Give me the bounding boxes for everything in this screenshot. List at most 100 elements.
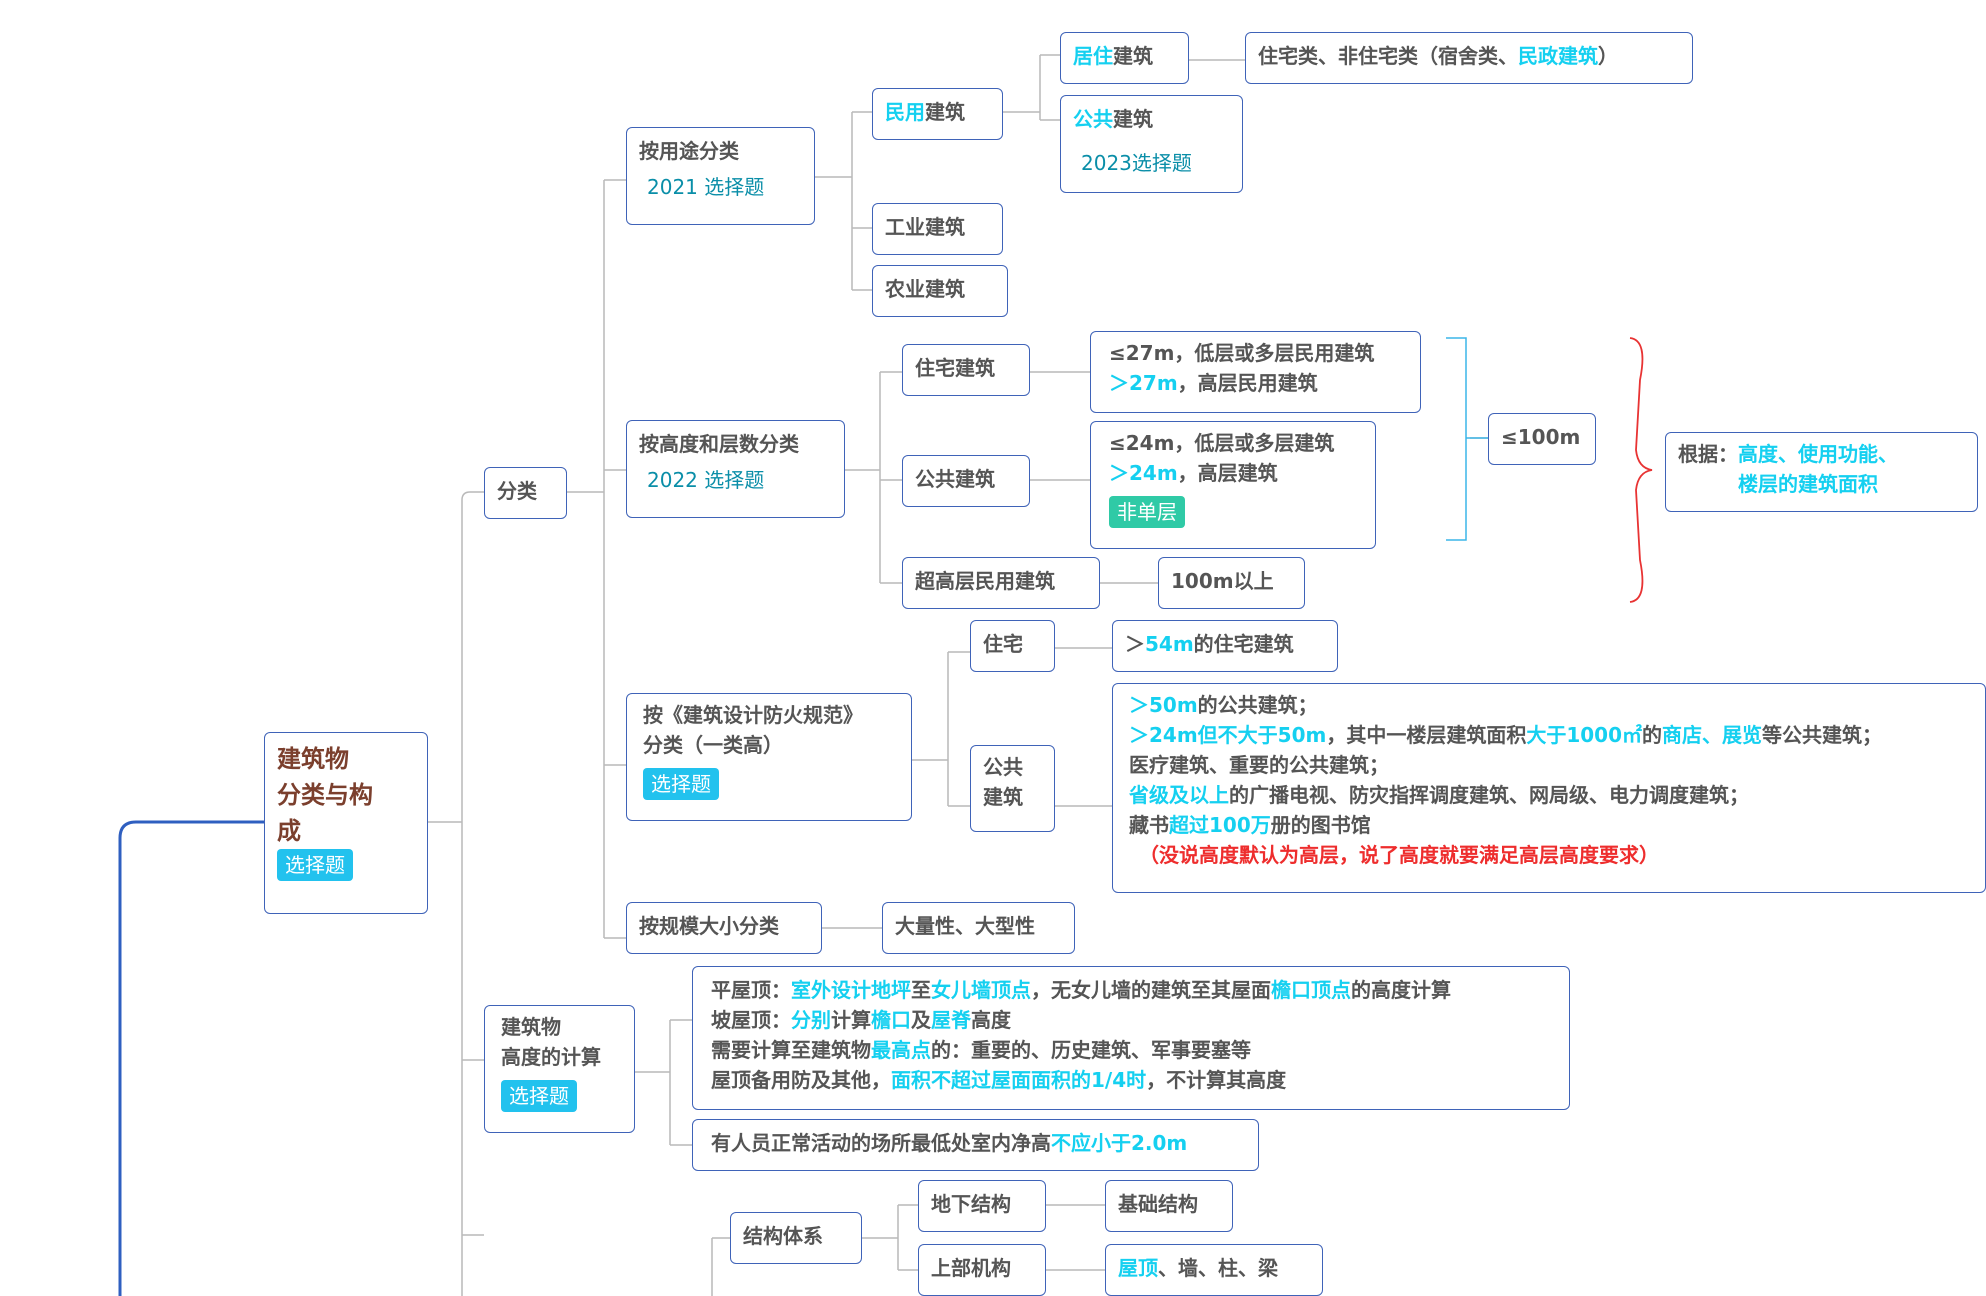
underground-label: 地下结构 bbox=[931, 1192, 1011, 1216]
fire-res-pre: ＞ bbox=[1125, 632, 1145, 656]
industrial-node[interactable]: 工业建筑 bbox=[872, 203, 1003, 255]
structure-node[interactable]: 结构体系 bbox=[730, 1212, 862, 1264]
h-residential-detail-node[interactable]: ≤27m，低层或多层民用建筑 ＞27m，高层民用建筑 bbox=[1090, 331, 1421, 413]
fire-res-detail-node[interactable]: ＞54m的住宅建筑 bbox=[1112, 620, 1338, 672]
civil-node[interactable]: 民用建筑 bbox=[872, 88, 1003, 140]
fpd-l2-mid2: 的 bbox=[1642, 723, 1663, 747]
cd-l2-hl: 分别 bbox=[791, 1008, 831, 1032]
fire-res-hl: 54m bbox=[1145, 632, 1194, 656]
fpd-l5-post: 册的图书馆 bbox=[1270, 813, 1371, 837]
by-height-node[interactable]: 按高度和层数分类 2022 选择题 bbox=[626, 420, 845, 518]
basis-pre: 根据： bbox=[1678, 442, 1738, 466]
public-rest: 建筑 bbox=[1113, 107, 1153, 131]
height-calc-node[interactable]: 建筑物 高度的计算 选择题 bbox=[484, 1005, 635, 1133]
h-public-node[interactable]: 公共建筑 bbox=[902, 455, 1030, 507]
foundation-node[interactable]: 基础结构 bbox=[1105, 1180, 1233, 1232]
civil-rest: 建筑 bbox=[925, 100, 965, 124]
upper-detail-post: 、墙、柱、梁 bbox=[1158, 1256, 1278, 1280]
by-use-label: 按用途分类 bbox=[639, 139, 739, 163]
agricultural-node[interactable]: 农业建筑 bbox=[872, 265, 1008, 317]
height-calc-badge: 选择题 bbox=[501, 1080, 577, 1112]
super-high-detail-node[interactable]: 100m以上 bbox=[1158, 557, 1305, 609]
fpd-l2-hl: ＞24m但不大于50m bbox=[1129, 723, 1327, 747]
fire-pub-detail-node[interactable]: ＞50m的公共建筑； ＞24m但不大于50m，其中一楼层建筑面积大于1000㎡的… bbox=[1112, 683, 1986, 893]
cd-l3-pre: 需要计算至建筑物 bbox=[711, 1038, 871, 1062]
fpd-l3: 医疗建筑、重要的公共建筑； bbox=[1129, 753, 1389, 777]
cd-l1-mid2: ，无女儿墙的建筑至其屋面 bbox=[1031, 978, 1271, 1002]
by-use-node[interactable]: 按用途分类 2021 选择题 bbox=[626, 127, 815, 225]
cd-l3-post: 的：重要的、历史建筑、军事要塞等 bbox=[931, 1038, 1251, 1062]
h-residential-node[interactable]: 住宅建筑 bbox=[902, 344, 1030, 396]
h-public-label: 公共建筑 bbox=[915, 467, 995, 491]
cd-l2-hl3: 屋脊 bbox=[931, 1008, 971, 1032]
cd-l1-hl: 室外设计地坪 bbox=[791, 978, 911, 1002]
fire-res-label: 住宅 bbox=[983, 632, 1023, 656]
fpd-l4-hl: 省级及以上 bbox=[1129, 783, 1229, 807]
public-note: 2023选择题 bbox=[1081, 151, 1192, 175]
basis-node[interactable]: 根据：高度、使用功能、 楼层的建筑面积 bbox=[1665, 432, 1978, 512]
super-high-node[interactable]: 超高层民用建筑 bbox=[902, 557, 1100, 609]
structure-label: 结构体系 bbox=[743, 1224, 823, 1248]
residential-node[interactable]: 居住建筑 bbox=[1060, 32, 1189, 84]
calc-detail-node[interactable]: 平屋顶：室外设计地坪至女儿墙顶点，无女儿墙的建筑至其屋面檐口顶点的高度计算 坡屋… bbox=[692, 966, 1570, 1110]
basis-l2: 楼层的建筑面积 bbox=[1738, 472, 1878, 496]
by-fire-l1: 按《建筑设计防火规范》 bbox=[643, 703, 863, 727]
by-scale-label: 按规模大小分类 bbox=[639, 914, 779, 938]
fpd-l2-mid: ，其中一楼层建筑面积 bbox=[1326, 723, 1527, 747]
cd-l1-post: 的高度计算 bbox=[1351, 978, 1451, 1002]
residential-detail-pre: 住宅类、非住宅类（宿舍类、 bbox=[1258, 44, 1518, 68]
cd-l2-pre: 坡屋顶： bbox=[711, 1008, 791, 1032]
h-public-l2-hl: ＞24m bbox=[1109, 461, 1178, 485]
residential-detail-hl: 民政建筑 bbox=[1518, 44, 1598, 68]
residential-detail-node[interactable]: 住宅类、非住宅类（宿舍类、民政建筑） bbox=[1245, 32, 1693, 84]
basis-l1: 高度、使用功能、 bbox=[1738, 442, 1898, 466]
by-use-note: 2021 选择题 bbox=[647, 175, 765, 199]
by-fire-node[interactable]: 按《建筑设计防火规范》 分类（一类高） 选择题 bbox=[626, 693, 912, 821]
by-fire-l2: 分类（一类高） bbox=[643, 733, 783, 757]
public-node[interactable]: 公共建筑 2023选择题 bbox=[1060, 95, 1243, 193]
clear-height-pre: 有人员正常活动的场所最低处室内净高 bbox=[711, 1131, 1051, 1155]
fire-res-node[interactable]: 住宅 bbox=[970, 620, 1055, 672]
underground-node[interactable]: 地下结构 bbox=[918, 1180, 1046, 1232]
cd-l4-hl: 面积不超过屋面面积的1/4时 bbox=[891, 1068, 1147, 1092]
residential-rest: 建筑 bbox=[1113, 44, 1153, 68]
clear-height-node[interactable]: 有人员正常活动的场所最低处室内净高不应小于2.0m bbox=[692, 1119, 1259, 1171]
root-badge: 选择题 bbox=[277, 849, 353, 881]
by-height-label: 按高度和层数分类 bbox=[639, 432, 799, 456]
root-node[interactable]: 建筑物 分类与构 成 选择题 bbox=[264, 732, 428, 914]
root-line-3: 成 bbox=[277, 817, 301, 845]
public-hl: 公共 bbox=[1073, 107, 1113, 131]
cd-l2-post: 高度 bbox=[971, 1008, 1011, 1032]
h-public-l2-rest: ，高层建筑 bbox=[1177, 461, 1278, 485]
fpd-l5-hl: 超过100万 bbox=[1169, 813, 1271, 837]
fpd-l6-red: （没说高度默认为高层，说了高度就要满足高层高度要求） bbox=[1139, 843, 1659, 867]
civil-hl: 民用 bbox=[885, 100, 925, 124]
h-residential-label: 住宅建筑 bbox=[915, 356, 995, 380]
upper-label: 上部机构 bbox=[931, 1256, 1011, 1280]
h-public-detail-node[interactable]: ≤24m，低层或多层建筑 ＞24m，高层建筑 非单层 bbox=[1090, 421, 1376, 549]
classify-node[interactable]: 分类 bbox=[484, 467, 567, 519]
h-public-l1: ≤24m，低层或多层建筑 bbox=[1109, 431, 1335, 455]
cd-l1-pre: 平屋顶： bbox=[711, 978, 791, 1002]
cd-l4-post: ，不计算其高度 bbox=[1146, 1068, 1287, 1092]
root-line-1: 建筑物 bbox=[277, 745, 349, 773]
h-residential-l2-hl: ＞27m bbox=[1109, 371, 1178, 395]
industrial-label: 工业建筑 bbox=[885, 215, 965, 239]
scale-detail-node[interactable]: 大量性、大型性 bbox=[882, 902, 1075, 954]
fire-pub-l2: 建筑 bbox=[983, 785, 1023, 809]
by-fire-badge: 选择题 bbox=[643, 768, 719, 800]
upper-node[interactable]: 上部机构 bbox=[918, 1244, 1046, 1296]
fpd-l4-post: 的广播电视、防灾指挥调度建筑、网局级、电力调度建筑； bbox=[1229, 783, 1749, 807]
fire-res-post: 的住宅建筑 bbox=[1193, 632, 1294, 656]
height-calc-l2: 高度的计算 bbox=[501, 1045, 601, 1069]
by-scale-node[interactable]: 按规模大小分类 bbox=[626, 902, 822, 954]
fpd-l2-hl3: 商店、展览 bbox=[1662, 723, 1763, 747]
le100-node[interactable]: ≤100m bbox=[1488, 413, 1596, 465]
residential-detail-post: ） bbox=[1598, 44, 1618, 68]
super-high-label: 超高层民用建筑 bbox=[915, 569, 1055, 593]
fire-pub-node[interactable]: 公共 建筑 bbox=[970, 745, 1055, 832]
upper-detail-node[interactable]: 屋顶、墙、柱、梁 bbox=[1105, 1244, 1323, 1296]
root-line-2: 分类与构 bbox=[277, 781, 373, 809]
cd-l4-pre: 屋顶备用防及其他， bbox=[711, 1068, 891, 1092]
